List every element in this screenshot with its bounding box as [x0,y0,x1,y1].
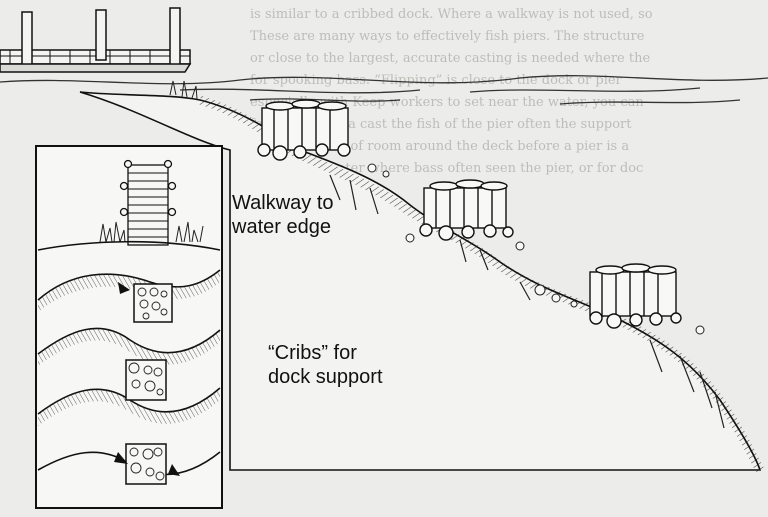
cribs-label: “Cribs” for dock support [268,341,383,389]
walkway-label: Walkway to water edge [232,191,334,239]
inset-grass [99,221,204,243]
inset-plan-view [35,145,223,509]
cribs-label-line-2: dock support [268,366,383,388]
water-surface [0,75,768,105]
cribs-label-line-1: “Cribs” for [268,342,357,364]
crib-lower [589,263,682,329]
inset-crib-stones [128,287,168,481]
bleed-line: especially with Keep workers to set near… [250,95,644,110]
inset-contour-hatching [38,270,220,426]
bleed-line: These are many ways to effectively fish … [250,29,645,44]
bleed-line: or close to the largest, accurate castin… [250,51,650,66]
crib-middle [419,179,514,241]
walkway-label-line-1: Walkway to [232,192,334,214]
walkway-label-line-2: water edge [232,216,331,238]
inset-walkway [119,159,177,246]
pier-platform [0,7,192,73]
bleed-line: is similar to a cribbed dock. Where a wa… [250,7,653,22]
crib-upper [257,99,351,161]
rock-scatter [367,163,705,335]
inset-arrows [114,282,180,476]
